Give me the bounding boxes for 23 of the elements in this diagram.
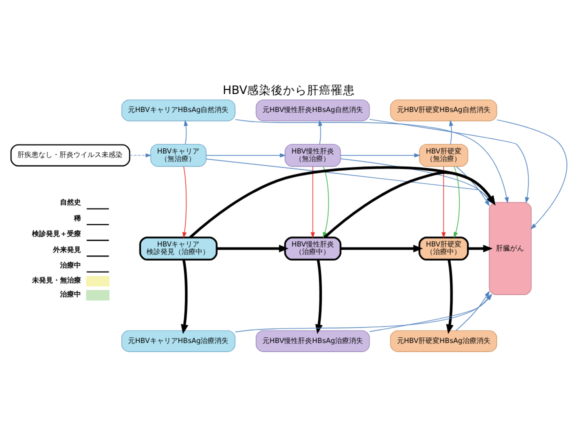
arrow	[182, 166, 187, 238]
arrow	[456, 166, 490, 206]
arrow	[206, 153, 286, 158]
arrow	[189, 166, 496, 238]
arrow	[340, 153, 420, 158]
arrow	[129, 153, 152, 158]
arrow	[310, 166, 315, 238]
arrow	[340, 244, 423, 252]
diagram-title: HBV感染後から肝癌罹患	[222, 83, 356, 98]
arrow	[456, 290, 490, 331]
arrow	[496, 119, 568, 230]
arrow	[446, 260, 454, 334]
arrow	[184, 120, 188, 144]
arrow	[468, 244, 493, 252]
arrow	[322, 166, 329, 238]
arrow	[324, 171, 496, 238]
arrow	[315, 260, 323, 334]
arrow	[216, 244, 289, 252]
arrow	[442, 166, 446, 238]
arrow	[454, 166, 460, 238]
arrow	[449, 120, 454, 144]
arrow	[180, 260, 188, 334]
arrow	[318, 120, 322, 144]
